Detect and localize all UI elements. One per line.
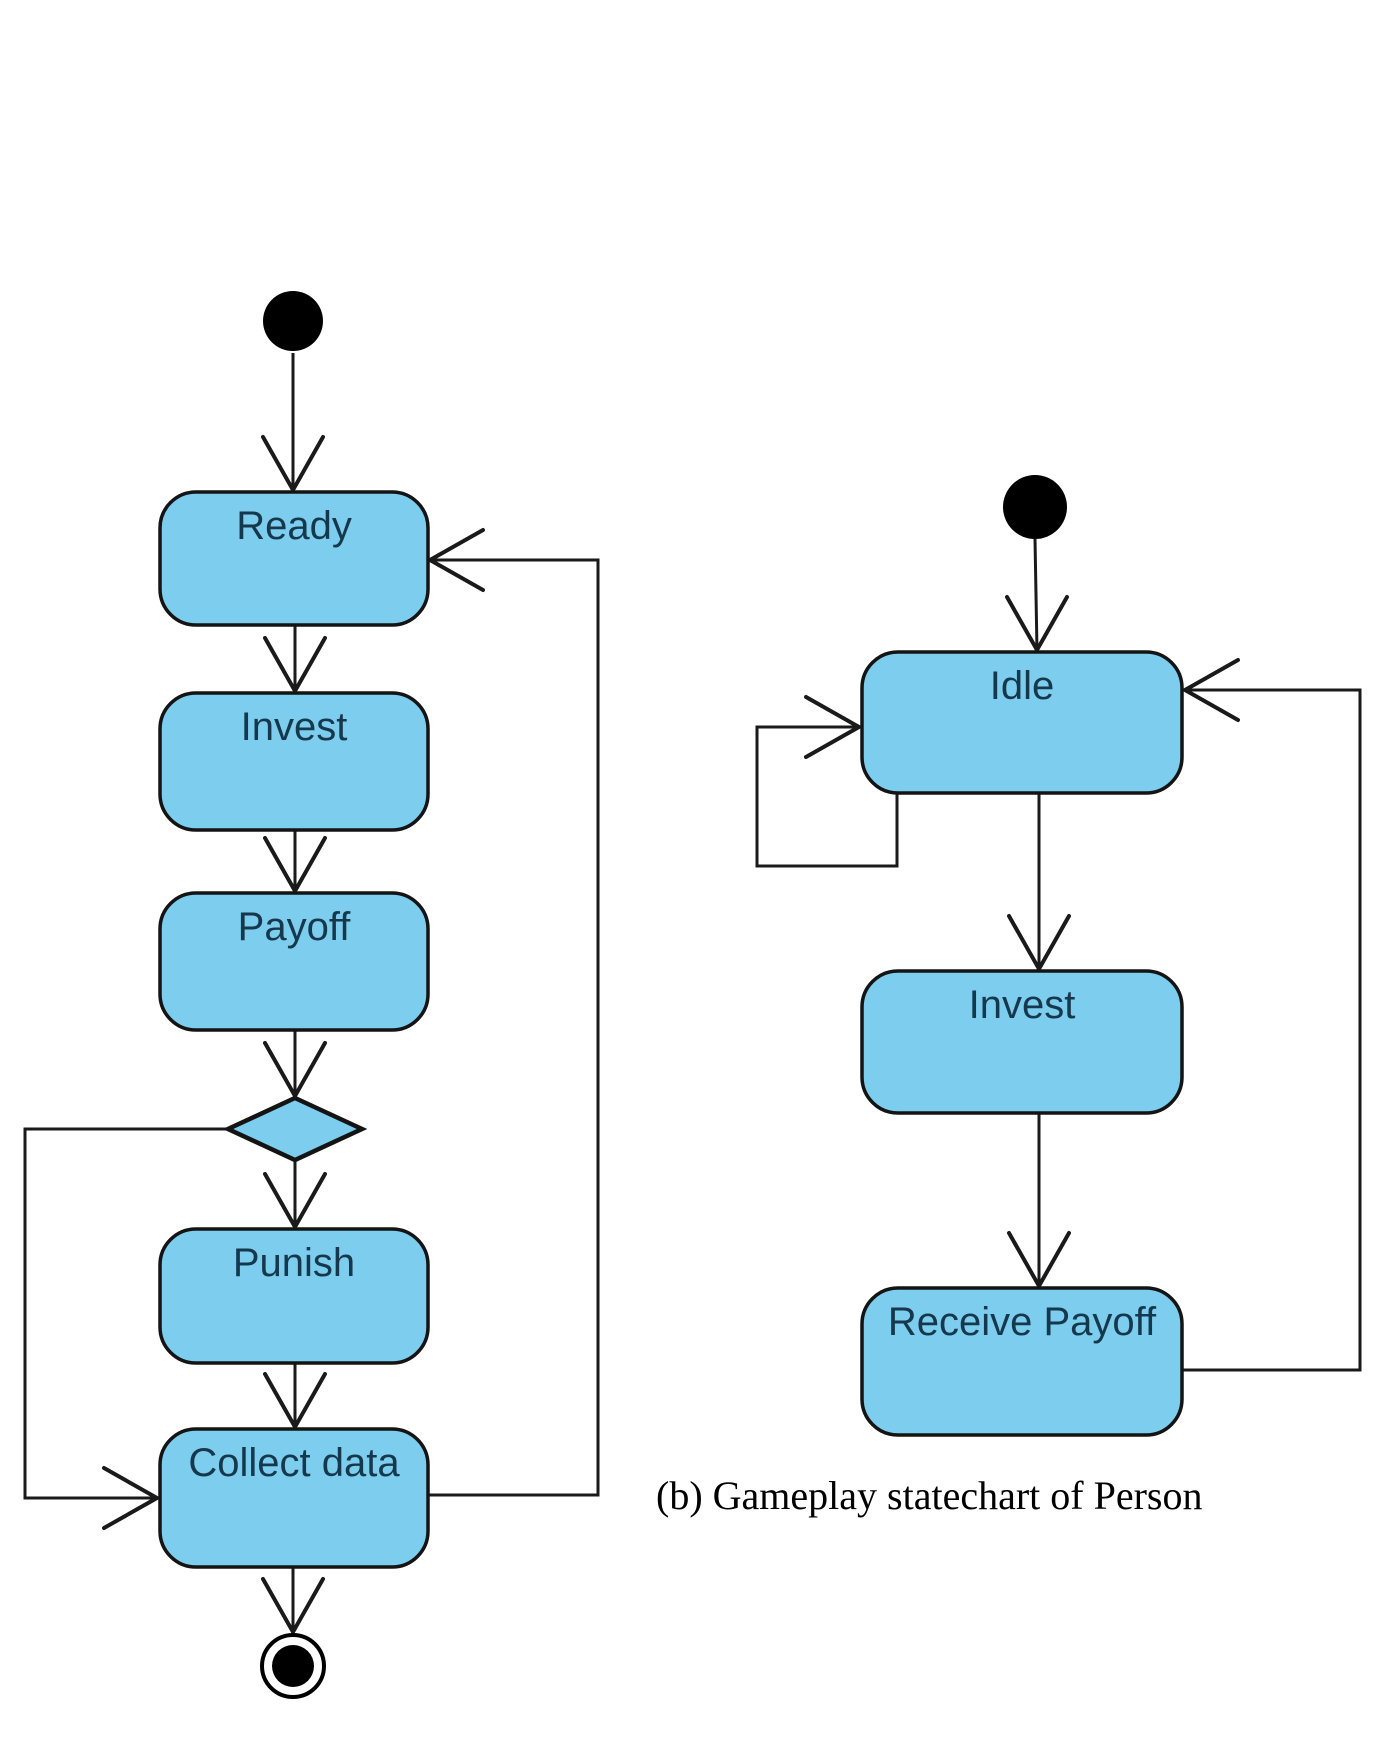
edge-init-to-idle [1033,538,1039,651]
edge-collect-to-ready-loop [428,558,600,1497]
state-label-idle: Idle [990,664,1055,708]
state-label-collect-data: Collect data [188,1441,400,1485]
state-label-invest-left: Invest [241,705,348,749]
edge-receive-payoff-to-idle [1182,688,1362,1372]
state-payoff [158,891,430,1032]
edge-receive-payoff-to-idle-arrowhead [1180,658,1240,722]
state-idle [860,650,1184,795]
state-collect-data [158,1427,430,1569]
state-label-payoff: Payoff [238,905,352,949]
state-label-receive-payoff: Receive Payoff [888,1300,1157,1344]
state-label-punish: Punish [233,1241,355,1285]
final-state-ring-final-left [260,1633,326,1699]
edge-invest-to-receive-payoff-arrowhead [1007,1231,1071,1291]
edge-idle-self-loop [755,725,899,868]
state-receive-payoff [860,1286,1184,1437]
edge-idle-self-loop-arrowhead [804,695,864,759]
state-label-ready: Ready [236,504,352,548]
edge-init-to-ready-arrowhead [261,435,325,495]
edge-punish-to-collect-arrowhead [263,1372,327,1432]
initial-state-icon-initial-right [1003,475,1067,539]
state-invest-left [158,691,430,832]
figure-caption: (b) Gameplay statechart of Person [656,1473,1203,1518]
edge-decision-to-collect-loop-arrowhead [102,1466,162,1530]
edge-idle-to-invest-arrowhead [1007,914,1071,974]
edge-decision-to-collect-loop [23,1127,228,1500]
edge-decision-to-punish-arrowhead [263,1172,327,1232]
initial-state-icon-initial-left [263,291,323,351]
state-punish [158,1227,430,1365]
edge-collect-to-final-arrowhead [261,1577,325,1637]
edge-ready-to-invest-arrowhead [263,636,327,696]
edge-init-to-idle-arrowhead [1005,595,1069,655]
state-invest-right [860,969,1184,1115]
edge-invest-to-payoff-arrowhead [263,836,327,896]
final-state-dot-final-left [272,1645,314,1687]
edge-collect-to-ready-loop-arrowhead [425,528,485,592]
state-ready [158,490,430,627]
state-label-invest-right: Invest [969,983,1076,1027]
decision-diamond [222,1095,368,1163]
